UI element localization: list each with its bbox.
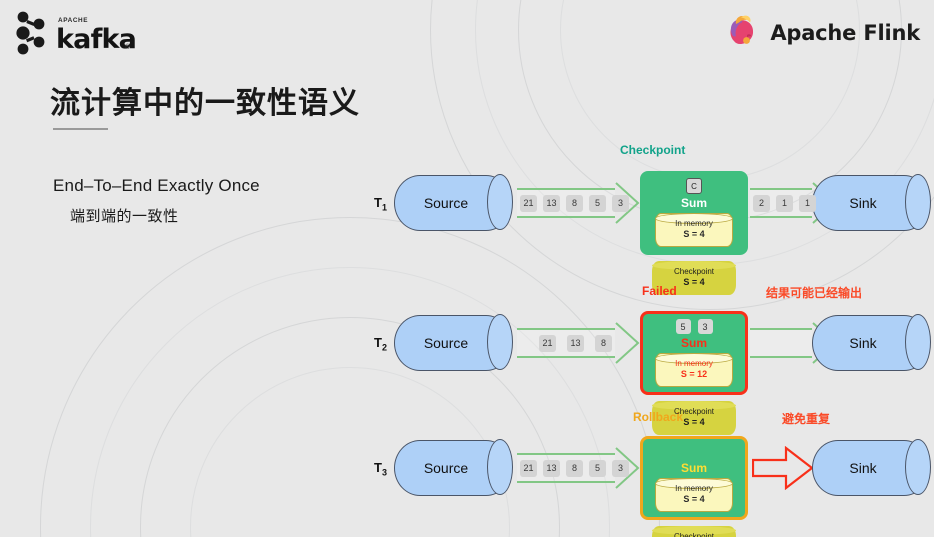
time-label-t1: T1 xyxy=(374,195,387,213)
apache-kafka-logo: APACHE kafka ® xyxy=(12,10,142,56)
row-caption-failed: Failed xyxy=(642,284,677,298)
checkpoint-value: S = 4 xyxy=(683,417,705,428)
time-label-t3: T3 xyxy=(374,460,387,478)
checkpoint-label: Checkpoint xyxy=(673,531,715,537)
memory-value: S = 4 xyxy=(683,494,705,505)
cylinder-cap xyxy=(486,439,513,496)
diagram-row-t1: T1 Checkpoint Source 21 13 8 5 3 C Sum I… xyxy=(370,143,931,295)
apache-flink-logo: Apache Flink xyxy=(722,12,920,54)
checkpoint-store-t3: Checkpoint S = 4 xyxy=(652,526,736,537)
record-box: 5 xyxy=(589,194,606,212)
record-box: 8 xyxy=(595,334,612,352)
time-index: 1 xyxy=(381,202,387,213)
time-index: 2 xyxy=(381,342,387,353)
svg-text:®: ® xyxy=(125,43,131,51)
record-box: 2 xyxy=(753,194,770,212)
memory-label: In memory xyxy=(675,219,713,229)
record-box: 3 xyxy=(612,194,629,212)
source-cylinder-t2: Source xyxy=(394,314,513,371)
sum-operator-t2: 5 3 Sum In memory S = 12 xyxy=(640,311,748,395)
record-box: 13 xyxy=(543,194,560,212)
flink-squirrel-icon xyxy=(722,11,762,56)
checkpoint-store-t1: Checkpoint S = 4 xyxy=(652,261,736,295)
checkpoint-label: Checkpoint xyxy=(673,266,715,276)
record-box: 5 xyxy=(589,459,606,477)
memory-value: S = 4 xyxy=(683,229,705,240)
output-stream-t2 xyxy=(750,328,812,358)
sink-cylinder-t3: Sink xyxy=(812,439,931,496)
checkpoint-value: S = 4 xyxy=(683,277,705,288)
sink-cylinder-t2: Sink xyxy=(812,314,931,371)
sum-operator-t3: Sum In memory S = 4 xyxy=(640,436,748,520)
svg-text:kafka: kafka xyxy=(56,24,136,55)
operator-title: Sum xyxy=(680,461,707,475)
svg-text:APACHE: APACHE xyxy=(58,17,88,24)
record-box: 8 xyxy=(566,459,583,477)
flink-wordmark: Apache Flink xyxy=(770,21,920,45)
sink-label: Sink xyxy=(849,335,877,351)
row-caption-checkpoint: Checkpoint xyxy=(620,143,686,157)
checkpoint-label: Checkpoint xyxy=(673,406,715,416)
record-box: 13 xyxy=(543,459,560,477)
record-box: 3 xyxy=(612,459,629,477)
input-arrow-t1 xyxy=(615,181,641,225)
record-box: 1 xyxy=(799,194,816,212)
diagram-row-t3: T3 Rollback 避免重复 Source 21 13 8 5 3 Sum … xyxy=(370,408,931,537)
source-label: Source xyxy=(423,460,469,476)
checkpoint-barrier-marker: C xyxy=(686,178,702,194)
pending-records-t2: 5 3 xyxy=(675,319,713,334)
record-box: 3 xyxy=(697,319,713,334)
sink-label: Sink xyxy=(849,195,877,211)
record-box: 21 xyxy=(520,194,537,212)
conveyor-rails xyxy=(750,328,812,358)
record-box: 8 xyxy=(566,194,583,212)
subtitle-chinese: 端到端的一致性 xyxy=(70,207,179,225)
sink-label: Sink xyxy=(849,460,877,476)
source-label: Source xyxy=(423,335,469,351)
input-arrow-t3 xyxy=(615,446,641,490)
input-stream-t2: 21 13 8 xyxy=(517,328,615,358)
memory-value: S = 12 xyxy=(680,369,708,380)
note-avoid-duplicates: 避免重复 xyxy=(782,412,831,426)
sink-cylinder-t1: Sink xyxy=(812,174,931,231)
cylinder-cap xyxy=(904,439,931,496)
subtitle-english: End–To–End Exactly Once xyxy=(53,176,260,195)
operator-title: Sum xyxy=(680,196,707,210)
input-arrow-t2 xyxy=(615,321,641,365)
page-title: 流计算中的一致性语义 xyxy=(50,86,360,121)
cylinder-cap xyxy=(486,314,513,371)
time-index: 3 xyxy=(381,467,387,478)
in-memory-state-t2: In memory S = 12 xyxy=(654,352,734,387)
source-cylinder-t3: Source xyxy=(394,439,513,496)
in-memory-state-t1: In memory S = 4 xyxy=(654,212,734,247)
cylinder-cap xyxy=(486,174,513,231)
note-result-already-emitted: 结果可能已经输出 xyxy=(766,286,863,300)
cylinder-cap xyxy=(904,174,931,231)
source-cylinder-t1: Source xyxy=(394,174,513,231)
record-box: 13 xyxy=(567,334,584,352)
record-box: 21 xyxy=(520,459,537,477)
time-label-t2: T2 xyxy=(374,335,387,353)
title-divider xyxy=(53,128,108,130)
record-box: 1 xyxy=(776,194,793,212)
source-label: Source xyxy=(423,195,469,211)
in-memory-state-t3: In memory S = 4 xyxy=(654,477,734,512)
operator-title: Sum xyxy=(680,336,707,350)
input-stream-t1: 21 13 8 5 3 xyxy=(517,188,629,218)
memory-label: In memory xyxy=(675,359,713,369)
row-caption-rollback: Rollback xyxy=(633,410,684,424)
rollback-output-arrow-t3 xyxy=(751,445,814,491)
output-stream-t1: 2 1 1 xyxy=(750,188,816,218)
input-stream-t3: 21 13 8 5 3 xyxy=(517,453,629,483)
diagram-row-t2: T2 Failed 结果可能已经输出 Source 21 13 8 5 3 Su… xyxy=(370,283,931,435)
cylinder-cap xyxy=(904,314,931,371)
sum-operator-t1: C Sum In memory S = 4 xyxy=(640,171,748,255)
record-box: 21 xyxy=(539,334,556,352)
memory-label: In memory xyxy=(675,484,713,494)
checkpoint-store-t2: Checkpoint S = 4 xyxy=(652,401,736,435)
record-box: 5 xyxy=(675,319,691,334)
